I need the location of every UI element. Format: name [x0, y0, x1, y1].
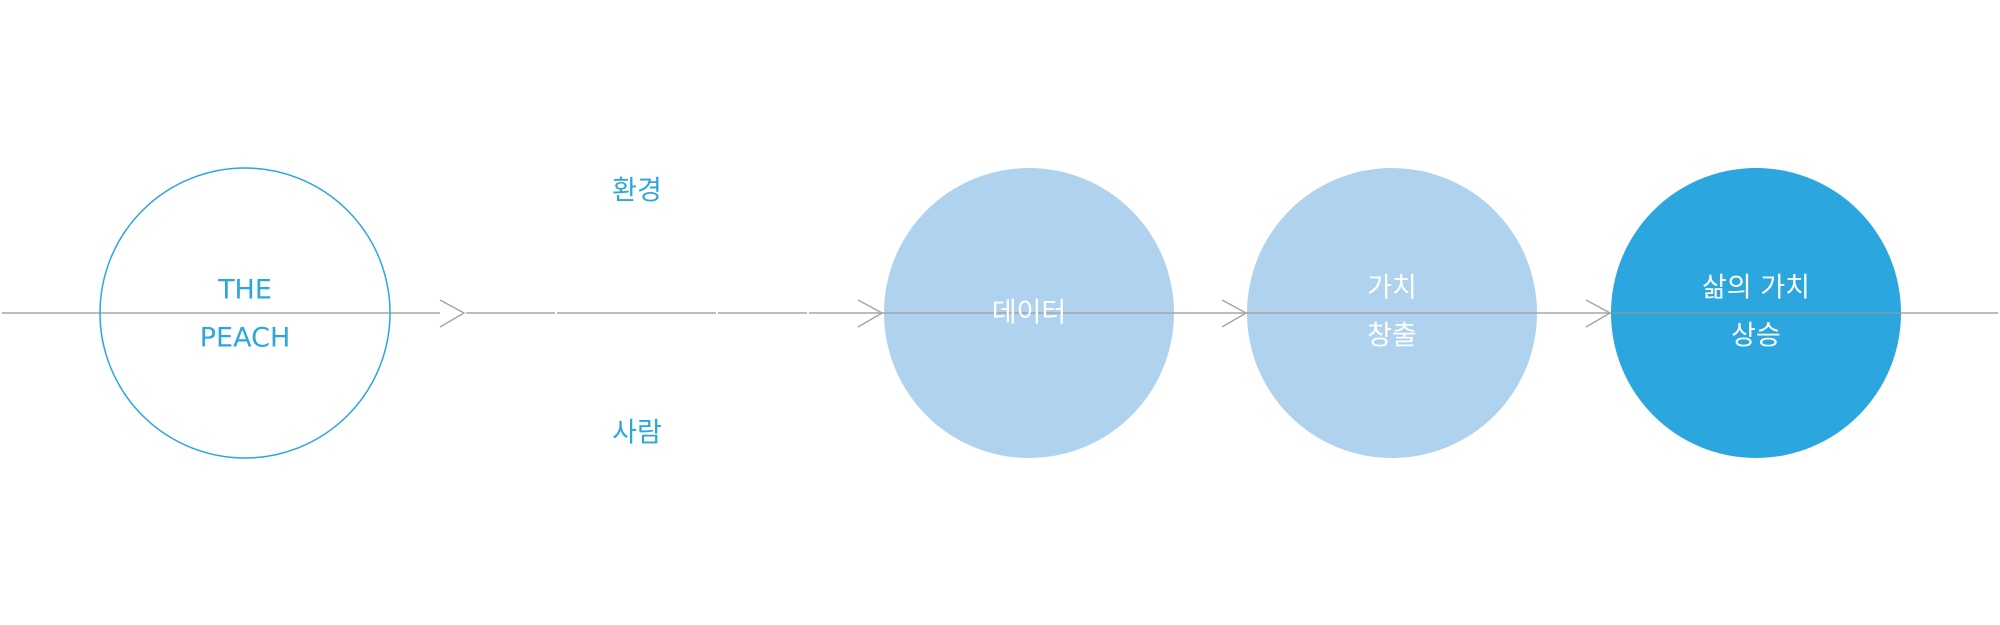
chevron-right-icon [1585, 299, 1612, 328]
chevron-right-icon [439, 299, 466, 328]
node-label-line-1: THE [217, 275, 272, 306]
chevron-right-icon [1221, 299, 1248, 328]
node-circle [99, 167, 391, 459]
node-label-line-2: PEACH [200, 323, 291, 354]
node-label-line-1: 데이터 [992, 298, 1067, 329]
label-people: 사람 [612, 418, 662, 449]
node-the-peach: THE PEACH [99, 167, 391, 459]
node-label-line-1: 가치 [1367, 273, 1417, 304]
node-value-creation: 가치 창출 [1247, 168, 1537, 458]
node-life-value-rise: 삶의 가치 상승 [1611, 168, 1901, 458]
node-label-line-2: 창출 [1367, 321, 1417, 352]
node-label-line-2: 상승 [1731, 321, 1781, 352]
arrow-heads [439, 299, 1612, 328]
chevron-right-icon [857, 299, 884, 328]
node-label-line-1: 삶의 가치 [1702, 273, 1810, 304]
node-data: 데이터 [884, 168, 1174, 458]
label-environment: 환경 [612, 176, 662, 207]
